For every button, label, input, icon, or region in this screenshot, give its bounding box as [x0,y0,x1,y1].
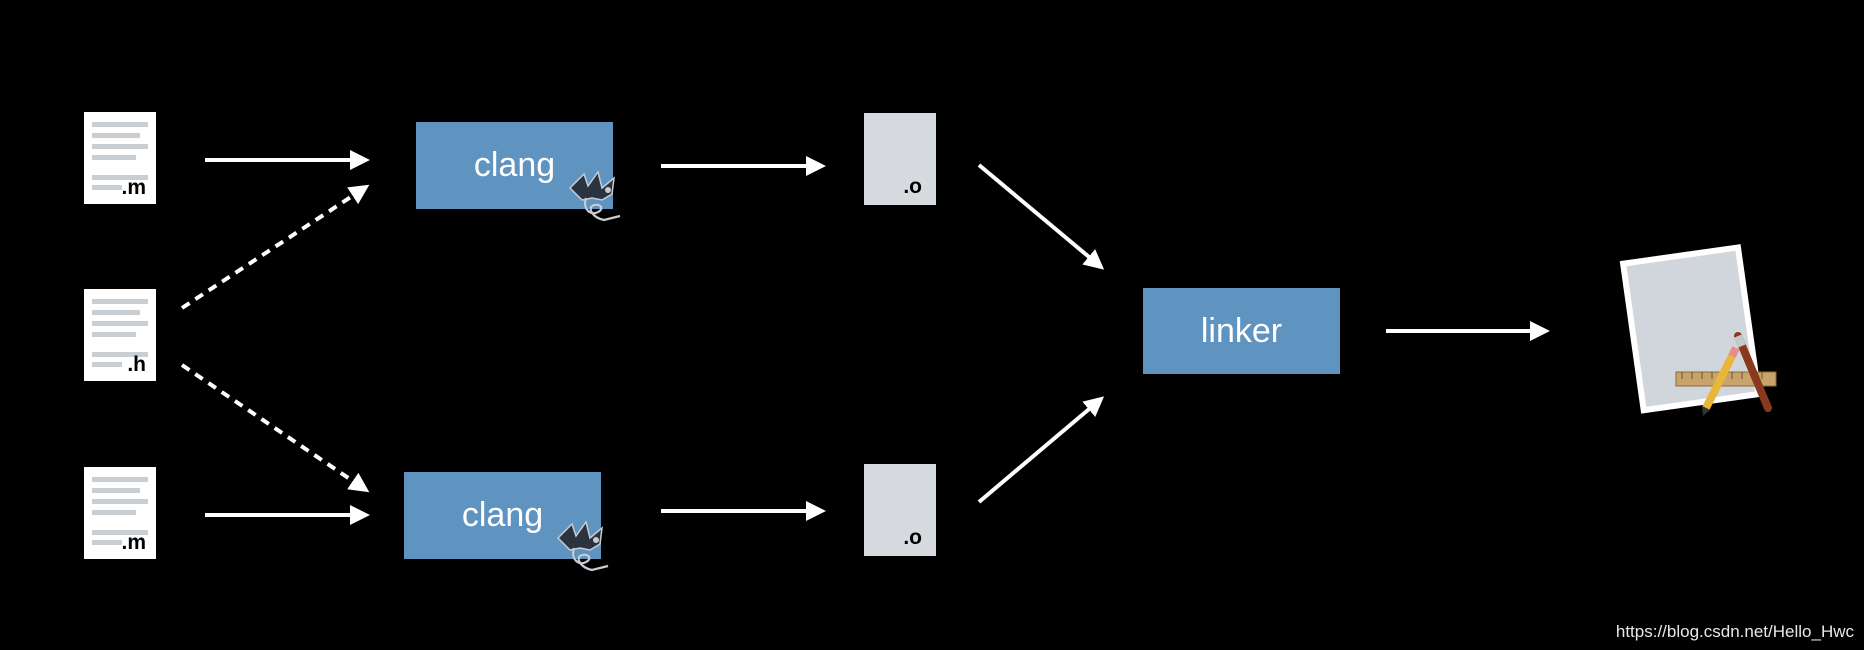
file-extension-label: .m [121,531,146,554]
clang-label: clang [461,496,544,534]
source-file-m-bottom: .m [84,467,156,559]
clang-label: clang [473,146,556,184]
object-file-top: .o [864,113,936,205]
header-file-h: .h [84,289,156,381]
xcode-app-icon [1619,244,1777,416]
linker-box: linker [1143,288,1340,374]
arrow-h-to-clang1 [180,184,370,310]
watermark-url: https://blog.csdn.net/Hello_Hwc [1615,622,1854,641]
llvm-dragon-icon [556,520,609,572]
object-file-bottom: .o [864,464,936,556]
llvm-dragon-icon [568,170,621,222]
arrow-h-to-clang2 [180,363,370,493]
arrow-o1-to-linker [977,163,1105,270]
arrow-o2-to-linker [977,396,1105,504]
file-extension-label: .h [127,353,146,376]
file-extension-label: .m [121,176,146,199]
source-file-m-top: .m [84,112,156,204]
linker-label: linker [1200,311,1283,350]
file-extension-label: .o [903,175,922,198]
clang-box-top: clang [416,122,613,209]
file-extension-label: .o [903,526,922,549]
